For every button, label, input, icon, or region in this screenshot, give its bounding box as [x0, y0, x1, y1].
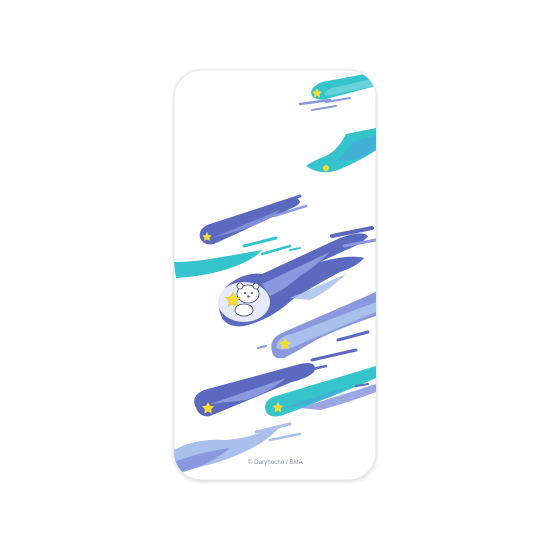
- comet-teal-top: [298, 72, 376, 111]
- comet-teal-left: [174, 236, 292, 278]
- star-icon: [202, 232, 212, 241]
- dash-strokes-scatter: [257, 247, 369, 387]
- star-icon: [201, 402, 215, 414]
- star-icon: [312, 88, 322, 98]
- comet-indigo-upper: [199, 194, 308, 245]
- comet-teal-lower: [265, 366, 376, 417]
- copyright-text: © Daryhocho / BMA: [248, 460, 303, 466]
- star-icon: [278, 338, 292, 350]
- comet-bear: [218, 226, 376, 327]
- comet-indigo-lower: [194, 363, 315, 417]
- star-icon: [224, 291, 242, 307]
- comet-teal-crescent: [306, 128, 376, 173]
- bear-icon: [234, 282, 260, 317]
- star-icon: [272, 402, 284, 413]
- comet-light-bottom: [174, 422, 302, 474]
- comet-periwinkle-mid: [271, 292, 376, 359]
